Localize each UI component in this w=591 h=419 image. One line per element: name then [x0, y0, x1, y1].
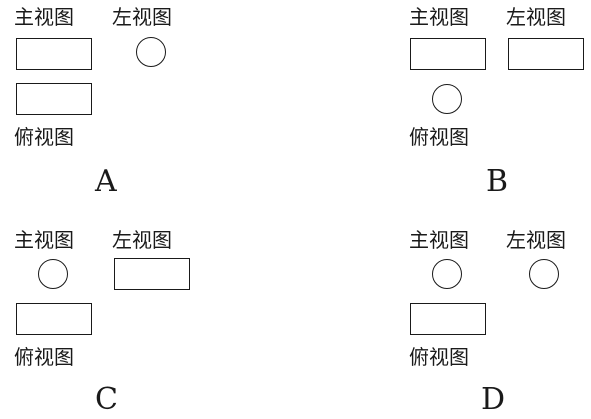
option-a-side-view-label: 左视图: [112, 5, 172, 29]
option-c-front-view-circle: [38, 259, 68, 289]
option-c-letter: C: [95, 382, 118, 417]
option-a-top-view-rectangle: [16, 83, 92, 115]
option-d-letter: D: [481, 382, 506, 417]
option-a-front-view-rectangle: [16, 38, 92, 70]
option-c-front-view-label: 主视图: [14, 228, 74, 252]
option-d-front-view-circle: [432, 259, 462, 289]
option-a-front-view-label: 主视图: [14, 5, 74, 29]
option-a-top-view-label: 俯视图: [14, 125, 74, 149]
option-a-letter: A: [95, 164, 117, 199]
option-d-top-view-rectangle: [410, 303, 486, 335]
option-c-top-view-rectangle: [16, 303, 92, 335]
option-b-side-view-label: 左视图: [506, 5, 566, 29]
option-c-side-view-rectangle: [114, 258, 190, 290]
option-c-top-view-label: 俯视图: [14, 345, 74, 369]
option-d-front-view-label: 主视图: [409, 228, 469, 252]
option-a-side-view-circle: [136, 37, 166, 67]
option-b-front-view-label: 主视图: [409, 5, 469, 29]
option-c-side-view-label: 左视图: [112, 228, 172, 252]
option-d-side-view-circle: [529, 259, 559, 289]
option-b-side-view-rectangle: [508, 38, 584, 70]
option-b-front-view-rectangle: [410, 38, 486, 70]
option-d-top-view-label: 俯视图: [409, 345, 469, 369]
option-b-top-view-circle: [432, 84, 462, 114]
option-d-side-view-label: 左视图: [506, 228, 566, 252]
option-b-letter: B: [486, 164, 509, 199]
option-b-top-view-label: 俯视图: [409, 125, 469, 149]
